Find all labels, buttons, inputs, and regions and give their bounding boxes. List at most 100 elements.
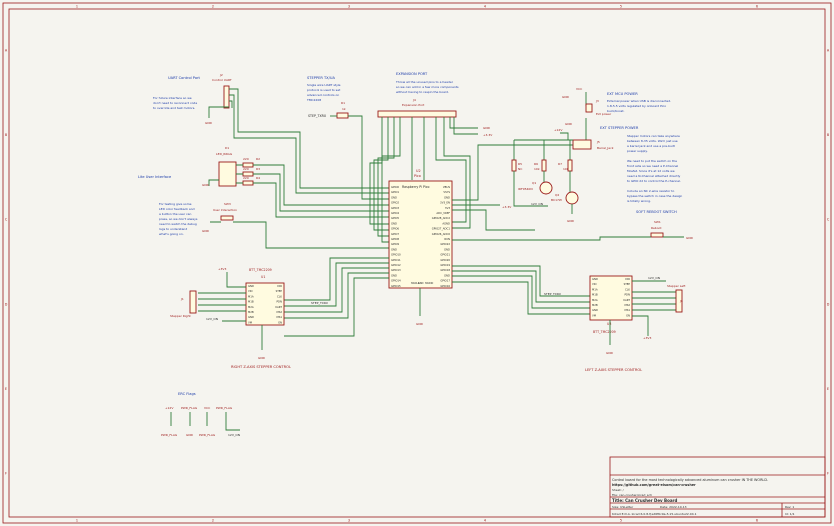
u1-gnd-label: GND — [258, 356, 266, 360]
pico-pin-left-5: GPIO3 — [391, 206, 399, 210]
tb-description: Control board for the most technological… — [612, 478, 768, 482]
pico-pin-left-9: GPIO6 — [391, 227, 399, 231]
q1-ref: Q1 — [532, 181, 536, 185]
ext-step-notes: Stepper motors can take anywherebetween … — [627, 134, 682, 203]
r4-value: 220 — [243, 176, 249, 180]
tb-sheet: Sheet: / — [612, 488, 625, 492]
pico-pin-right-4: 3V3_EN — [440, 201, 450, 205]
r4-ref: R4 — [256, 176, 260, 180]
border-col-top-6: 6 — [756, 5, 758, 9]
u1-pin-right-3: CLK — [277, 294, 282, 298]
pico-pin-bottom-1: SWCLK — [411, 282, 420, 285]
resistor-r3[interactable]: 220 R3 — [242, 167, 260, 177]
stepper-uart-title: STEPPER TX/UA — [307, 76, 335, 80]
led-note-6: logs to understand — [159, 227, 187, 231]
u1-pin-left-1: GND — [248, 284, 254, 288]
expansion-note-3: without having to respin the board. — [396, 90, 449, 94]
ext-step-note-1: Stepper motors can take anywhere — [627, 134, 680, 138]
pico-pin-right-6: ADC_VREF — [436, 211, 450, 215]
user-button-sw3[interactable]: SW3 User Interaction — [213, 202, 237, 221]
mosfet-q1[interactable]: Q1 IRF9540N — [518, 181, 553, 195]
u3-pin-right-1: DIR — [625, 277, 630, 281]
r7-ref: R7 — [558, 162, 562, 166]
pico-pin-right-12: GPIO22 — [440, 242, 450, 246]
pico-u2[interactable]: U2 Pico Raspberry Pi Pico GPIO0GPIO1GNDG… — [388, 169, 453, 289]
resistor-r5[interactable]: R5 NC — [511, 159, 522, 172]
reboot-switch-sw1[interactable]: SW1 Reboot — [650, 220, 664, 238]
pico-left-pins: GPIO0GPIO1GNDGPIO2GPIO3GPIO4GPIO5GNDGPIO… — [391, 185, 401, 288]
lite-ui-section: Lite User Interface For testing give som… — [138, 146, 389, 249]
u3-value: BTT_TMC2209 — [593, 330, 616, 334]
erc-pwrflag-4: PWR_FLAG — [199, 433, 216, 437]
pico-pin-left-1: GPIO0 — [391, 185, 399, 189]
uart-note-1: For future interface so we — [153, 96, 192, 100]
erc-12v: +12V — [165, 406, 174, 410]
left-section-label: LEFT Z-AXIS STEPPER CONTROL — [585, 368, 642, 372]
ext-mcu-note-2: 1.8-5.5 volts regulated by onboard Pico — [607, 104, 666, 108]
sw1-ref: SW1 — [654, 220, 661, 224]
j5-value: Barrel_Jack — [597, 146, 614, 150]
pico-pin-left-13: GND — [391, 247, 397, 251]
uart-note-2: don't need to reconnect code — [153, 101, 197, 105]
u1-pin-right-5: UART — [275, 305, 282, 309]
ext-mcu-power-j3[interactable]: J3 Ext power — [585, 99, 612, 116]
tb-url: https://github.com/great-elsom/can-crush… — [612, 483, 696, 487]
pico-pin-left-14: GPIO10 — [391, 253, 401, 257]
q2-ref: Q2 — [555, 193, 559, 197]
transistor-q2[interactable]: Q2 BC17W — [551, 191, 579, 205]
u3-pin-right-2: STEP — [624, 282, 631, 286]
ext-step-note-13: bypass the switch in case the design — [627, 194, 682, 198]
resistor-r4[interactable]: 220 R4 — [242, 176, 260, 186]
uart-note-3: to override and test motors. — [153, 106, 195, 110]
ext-mcu-note-1: External power when USB is disconnected. — [607, 99, 671, 103]
pico-pin-right-1: VBUS — [443, 185, 450, 189]
r3-value: 220 — [243, 167, 249, 171]
j3-ref: J3 — [595, 99, 599, 103]
expansion-connector-j4[interactable]: J4 Expansion Port — [377, 98, 457, 118]
resistor-r2[interactable]: 220 R2 — [242, 157, 260, 168]
pico-pin-right-2: VSYS — [443, 190, 450, 194]
right-section-label: RIGHT Z-AXIS STEPPER CONTROL — [231, 365, 291, 369]
j3-gnd-label: GND — [562, 95, 570, 99]
u3-pin-left-2: VIO — [592, 282, 597, 286]
pico-pin-left-7: GPIO5 — [391, 216, 399, 220]
resistor-r6[interactable]: R6 10k — [534, 159, 547, 172]
pico-pin-bottom-3: SWDIO — [425, 282, 433, 285]
r6-value: 10k — [534, 167, 540, 171]
pico-pin-left-19: GPIO14 — [391, 279, 401, 283]
expansion-note-2: so we can add in a few more components — [396, 85, 459, 89]
border-col-bottom-1: 1 — [76, 519, 78, 523]
barrel-jack-j5[interactable]: J5 Barrel_Jack — [572, 139, 614, 150]
resistor-r7[interactable]: R7 10k — [558, 159, 573, 172]
j4-ref: J4 — [412, 98, 416, 102]
reboot-gnd-label: GND — [686, 236, 694, 240]
led-note-2: LED color feedback and — [159, 207, 195, 211]
border-col-bottom-5: 5 — [620, 519, 622, 523]
u3-12v-label: 12V_ON — [648, 276, 660, 280]
d1-value: LED_RRGG — [216, 152, 233, 156]
u3-ref: U3 — [607, 322, 611, 326]
u3-pin-left-5: M2A — [592, 298, 598, 302]
u3-pin-left-3: M1A — [592, 287, 598, 291]
pico-pin-left-16: GPIO12 — [391, 263, 401, 267]
j6-ref: J6 — [679, 299, 683, 303]
border-row-left-C: C — [5, 218, 8, 222]
stepper-right-j1[interactable]: J1 Stepper Right — [170, 290, 197, 318]
ext-step-note-3: a barrel jack and use a pre-built — [627, 144, 676, 148]
uart-connector-j2[interactable]: J2 Control UART — [212, 73, 232, 109]
u1-value: BTT_TMC2209 — [249, 268, 272, 272]
pico-gnd-label: GND — [416, 322, 424, 326]
erc-pwrflag-1: PWR_FLAG — [181, 406, 198, 410]
stepper-uart-note-1: Single wire UART style — [307, 83, 341, 87]
resistor-r1[interactable]: R1 1k — [336, 101, 349, 119]
stepper-left-j6[interactable]: J6 Stepper Left — [667, 284, 686, 313]
sw3-value: User Interaction — [213, 208, 237, 212]
pico-pin-left-18: GND — [391, 273, 397, 277]
uart-title: UART Control Port — [168, 76, 201, 80]
